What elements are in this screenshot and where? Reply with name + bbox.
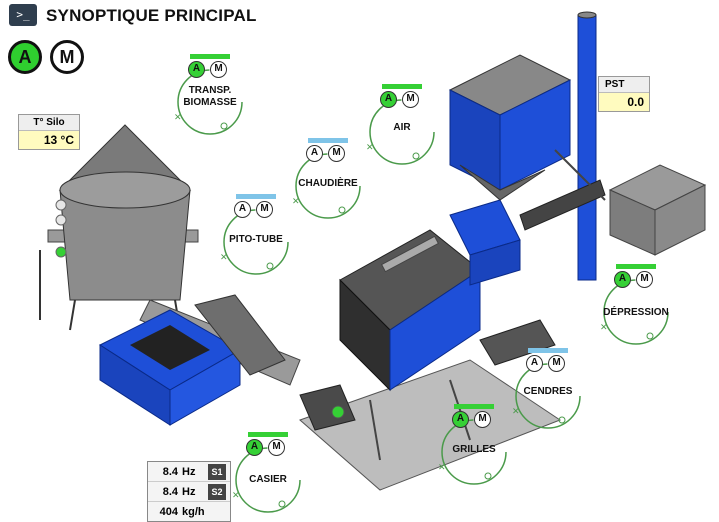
auto-mode-button[interactable]: A: [8, 40, 42, 74]
reading-unit: Hz: [182, 465, 196, 478]
chimney: [577, 14, 597, 281]
silo-temperature-label: T° Silo: [19, 115, 79, 131]
auto-mini-button[interactable]: A: [526, 355, 543, 372]
manual-mini-button[interactable]: M: [548, 355, 565, 372]
reading-row: 8.4 Hz S2: [148, 482, 230, 502]
manual-mini-button[interactable]: M: [328, 145, 345, 162]
status-bar: [248, 432, 288, 437]
status-bar: [308, 138, 348, 143]
manual-mode-button[interactable]: M: [50, 40, 84, 74]
silo: [39, 124, 199, 331]
reading-unit: kg/h: [182, 505, 205, 518]
manual-mini-button[interactable]: M: [210, 61, 227, 78]
svg-text:✕: ✕: [232, 490, 240, 500]
status-bar: [454, 404, 494, 409]
auto-mini-button[interactable]: A: [306, 145, 323, 162]
svg-text:✕: ✕: [512, 406, 520, 416]
node-label: CASIER: [249, 474, 287, 485]
reading-tag: S2: [208, 483, 226, 500]
svg-text:✕: ✕: [220, 252, 228, 262]
status-bar: [528, 348, 568, 353]
silo-temperature-value: 13 °C: [19, 131, 79, 149]
silo-temperature-panel: T° Silo 13 °C: [18, 114, 80, 150]
auto-mini-button[interactable]: A: [246, 439, 263, 456]
silo-status-led: [55, 246, 67, 258]
reading-value: 404: [159, 505, 178, 518]
svg-text:✕: ✕: [438, 462, 446, 472]
auto-mini-button[interactable]: A: [188, 61, 205, 78]
pst-value: 0.0: [599, 93, 649, 111]
auto-mini-button[interactable]: A: [234, 201, 251, 218]
auto-mini-button[interactable]: A: [614, 271, 631, 288]
status-bar: [190, 54, 230, 59]
manual-mini-button[interactable]: M: [402, 91, 419, 108]
manual-mini-button[interactable]: M: [268, 439, 285, 456]
reading-row: 8.4 Hz S1: [148, 462, 230, 482]
pst-label: PST: [599, 77, 649, 93]
node-label: DÉPRESSION: [603, 307, 669, 318]
node-label: GRILLES: [452, 444, 496, 455]
reading-value: 8.4: [162, 465, 178, 478]
reading-unit: Hz: [182, 485, 196, 498]
node-label: PITO-TUBE: [229, 234, 283, 245]
filter-tower: [448, 54, 572, 201]
node-label: AIR: [393, 122, 411, 133]
pst-panel: PST 0.0: [598, 76, 650, 112]
svg-text:✕: ✕: [174, 112, 182, 122]
node-label: TRANSP. BIOMASSE: [183, 85, 237, 108]
feeder-readings-panel: 8.4 Hz S1 8.4 Hz S2 404 kg/h: [147, 461, 231, 522]
manual-mini-button[interactable]: M: [636, 271, 653, 288]
reading-value: 8.4: [162, 485, 178, 498]
hopper: [98, 309, 242, 426]
boiler: [339, 229, 481, 392]
status-bar: [616, 264, 656, 269]
status-bar: [382, 84, 422, 89]
casier-status-led: [331, 405, 345, 419]
svg-text:✕: ✕: [600, 322, 608, 332]
node-label: CENDRES: [523, 386, 573, 397]
manual-mini-button[interactable]: M: [256, 201, 273, 218]
terminal-icon[interactable]: >_: [9, 4, 37, 26]
reading-tag: [208, 504, 226, 520]
status-bar: [236, 194, 276, 199]
manual-mini-button[interactable]: M: [474, 411, 491, 428]
node-label: CHAUDIÈRE: [298, 178, 358, 189]
svg-text:✕: ✕: [292, 196, 300, 206]
page-title: SYNOPTIQUE PRINCIPAL: [46, 6, 257, 25]
auto-mini-button[interactable]: A: [452, 411, 469, 428]
svg-text:✕: ✕: [366, 142, 374, 152]
reading-row: 404 kg/h: [148, 502, 230, 521]
auto-mini-button[interactable]: A: [380, 91, 397, 108]
reading-tag: S1: [208, 463, 226, 480]
